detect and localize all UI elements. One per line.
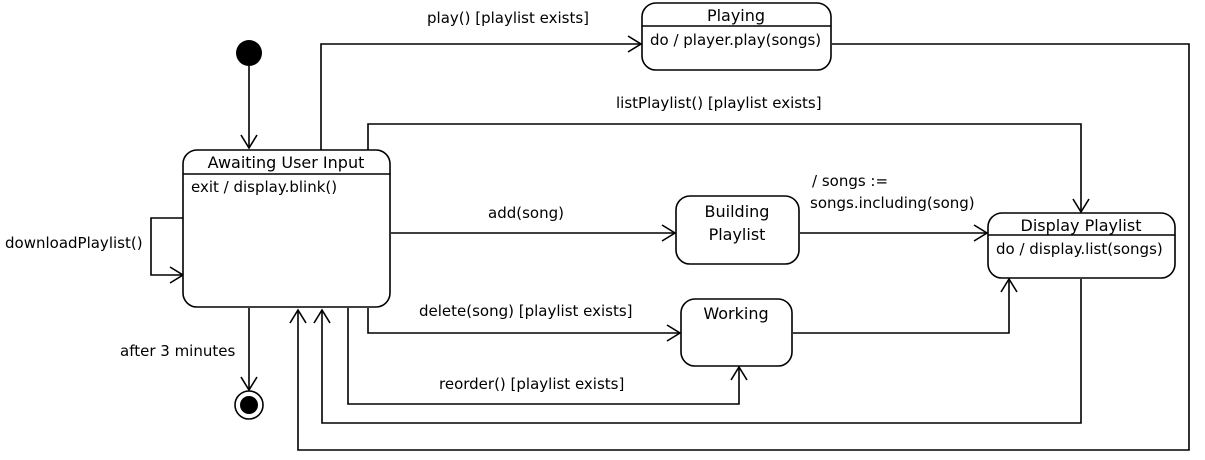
edge-list [367,123,1082,212]
initial-state [236,40,262,66]
edge-play [320,43,641,150]
state-playing-title: Playing [707,6,765,25]
label-timeout: after 3 minutes [120,342,235,360]
state-building-playlist: Building Playlist [675,195,800,265]
arrowhead-list [1072,198,1090,214]
arrowhead-building-to-display [973,224,989,242]
label-songs-line1: / songs := [812,172,888,190]
arrowhead-play [627,35,643,53]
edge-self-download [150,217,183,276]
label-songs-line2: songs.including(song) [810,194,975,212]
state-building-line2: Playlist [709,225,766,244]
final-state-inner [240,396,258,414]
label-add: add(song) [488,204,564,222]
edge-working-to-display [793,279,1010,334]
arrowhead-initial [240,134,258,150]
arrowhead-playing-to-awaiting [289,308,307,324]
state-working-title: Working [703,304,768,323]
state-playing: Playing do / player.play(songs) [641,2,832,71]
state-playing-activity: do / player.play(songs) [650,31,821,49]
label-play: play() [playlist exists] [427,9,589,27]
edge-delete [367,308,680,334]
state-building-line1: Building [705,202,770,221]
arrowhead-delete [666,324,682,342]
arrowhead-reorder [730,365,748,381]
arrowhead-add [661,224,677,242]
state-working: Working [680,298,793,367]
label-delete: delete(song) [playlist exists] [419,302,633,320]
state-awaiting-activity: exit / display.blink() [191,178,337,196]
state-display-activity: do / display.list(songs) [996,240,1163,258]
label-reorder: reorder() [playlist exists] [439,375,624,393]
arrowhead-working-to-display [1000,277,1018,293]
state-awaiting-user-input: Awaiting User Input exit / display.blink… [182,149,391,308]
state-display-playlist: Display Playlist do / display.list(songs… [987,212,1176,279]
label-download: downloadPlaylist() [5,234,143,252]
label-list: listPlaylist() [playlist exists] [616,94,822,112]
state-awaiting-title: Awaiting User Input [208,153,365,172]
edge-playing-to-awaiting [297,43,1190,451]
arrowhead-display-to-awaiting [313,308,331,324]
arrowhead-final [240,376,258,392]
edge-display-to-awaiting [321,279,1082,424]
edge-reorder [347,308,740,405]
state-display-title: Display Playlist [1021,216,1142,235]
